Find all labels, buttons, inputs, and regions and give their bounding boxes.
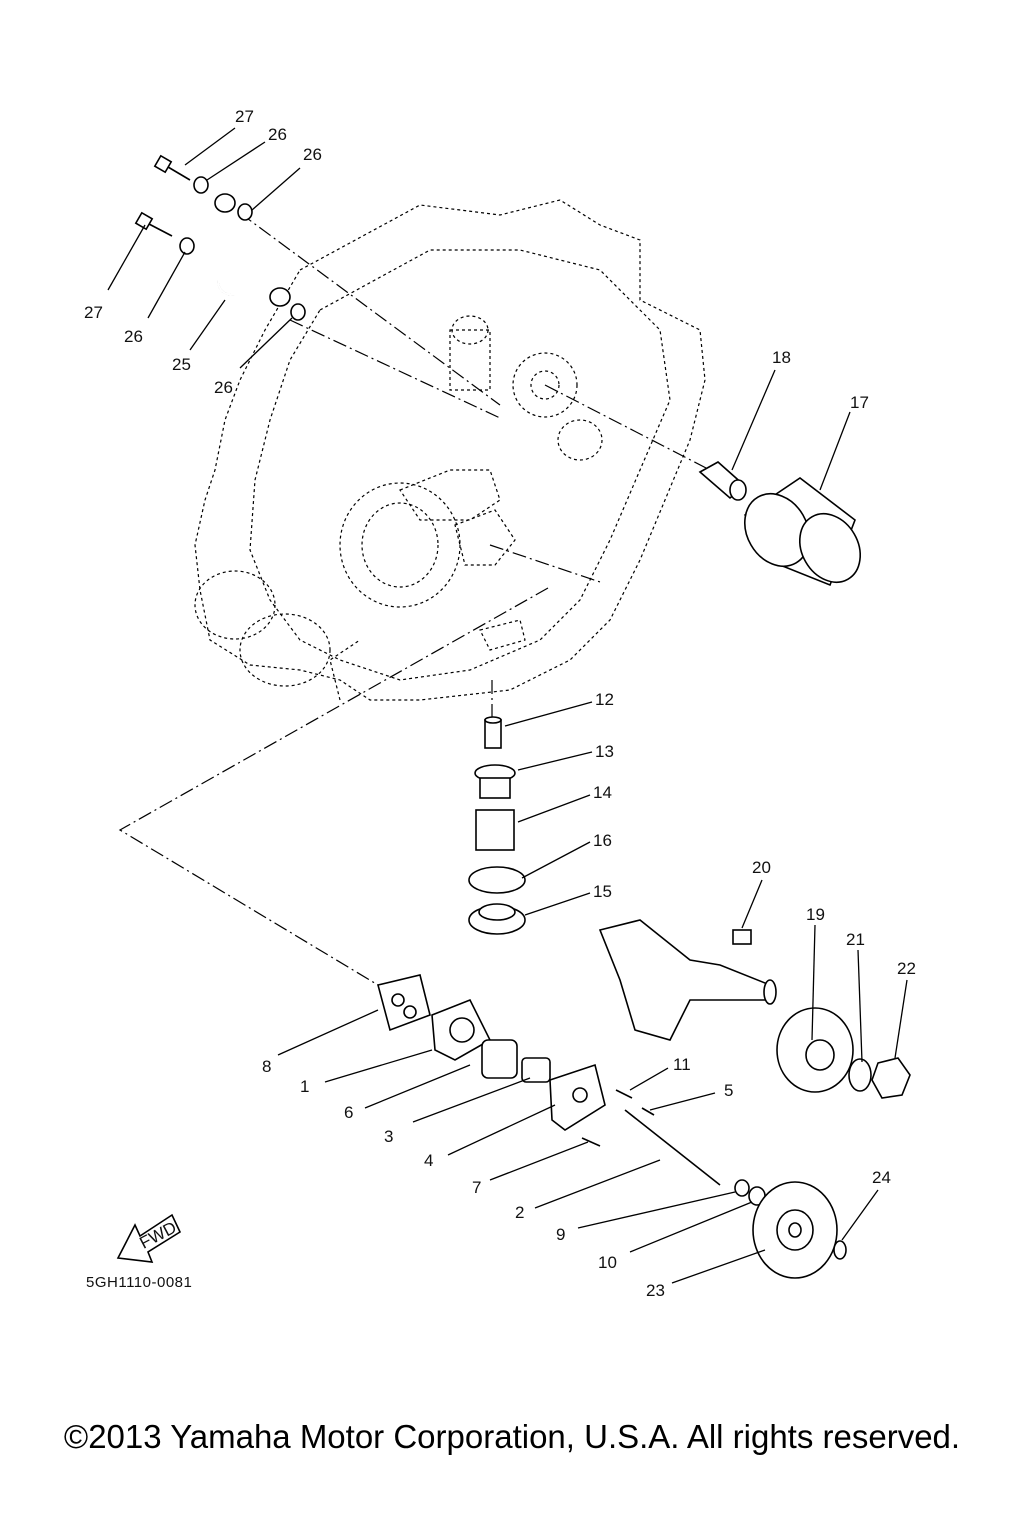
callout-14: 14	[593, 783, 612, 802]
callout-26: 26	[303, 145, 322, 164]
callout-6: 6	[344, 1103, 353, 1122]
callout-21: 21	[846, 930, 865, 949]
callout-17: 17	[850, 393, 869, 412]
callout-13: 13	[595, 742, 614, 761]
callout-27: 27	[84, 303, 103, 322]
copper-washers	[179, 176, 306, 321]
callout-15: 15	[593, 882, 612, 901]
callout-10: 10	[598, 1253, 617, 1272]
callout-8: 8	[262, 1057, 271, 1076]
crankcase-cover	[194, 199, 706, 701]
callout-leaders	[107, 127, 908, 1284]
callout-20: 20	[752, 858, 771, 877]
drawing-code: 5GH1110-0081	[86, 1274, 193, 1291]
callout-7: 7	[472, 1178, 481, 1197]
union-bolts	[134, 154, 191, 237]
callout-12: 12	[595, 690, 614, 709]
exploded-parts-diagram: FWD 27 26 26	[84, 107, 916, 1300]
pump-drive-gear	[776, 1007, 911, 1099]
oil-filter	[743, 477, 861, 587]
callout-2: 2	[515, 1203, 524, 1222]
pump-driven-gear	[752, 1181, 847, 1279]
callout-23: 23	[646, 1281, 665, 1300]
oil-delivery-pipe	[214, 193, 291, 307]
relief-valve-stack	[468, 716, 526, 935]
oil-filter-union-bolt	[698, 461, 747, 501]
callout-16: 16	[593, 831, 612, 850]
oil-pump-assembly	[377, 974, 766, 1206]
pump-drive-shaft	[598, 919, 777, 1041]
callout-26: 26	[124, 327, 143, 346]
callout-numbers: 27 26 26 27 26 25 26 18 17 12 13 14 16 1…	[84, 107, 916, 1300]
callout-5: 5	[724, 1081, 733, 1100]
callout-11: 11	[673, 1055, 691, 1074]
callout-24: 24	[872, 1168, 891, 1187]
callout-18: 18	[772, 348, 791, 367]
callout-22: 22	[897, 959, 916, 978]
callout-3: 3	[384, 1127, 393, 1146]
callout-19: 19	[806, 905, 825, 924]
copyright-notice: ©2013 Yamaha Motor Corporation, U.S.A. A…	[63, 1418, 961, 1455]
callout-25: 25	[172, 355, 191, 374]
callout-27: 27	[235, 107, 254, 126]
callout-1: 1	[300, 1077, 309, 1096]
fwd-label: FWD	[136, 1218, 179, 1253]
callout-26: 26	[214, 378, 233, 397]
callout-4: 4	[424, 1151, 433, 1170]
forward-direction-arrow: FWD	[116, 1213, 182, 1263]
callout-9: 9	[556, 1225, 565, 1244]
callout-26: 26	[268, 125, 287, 144]
